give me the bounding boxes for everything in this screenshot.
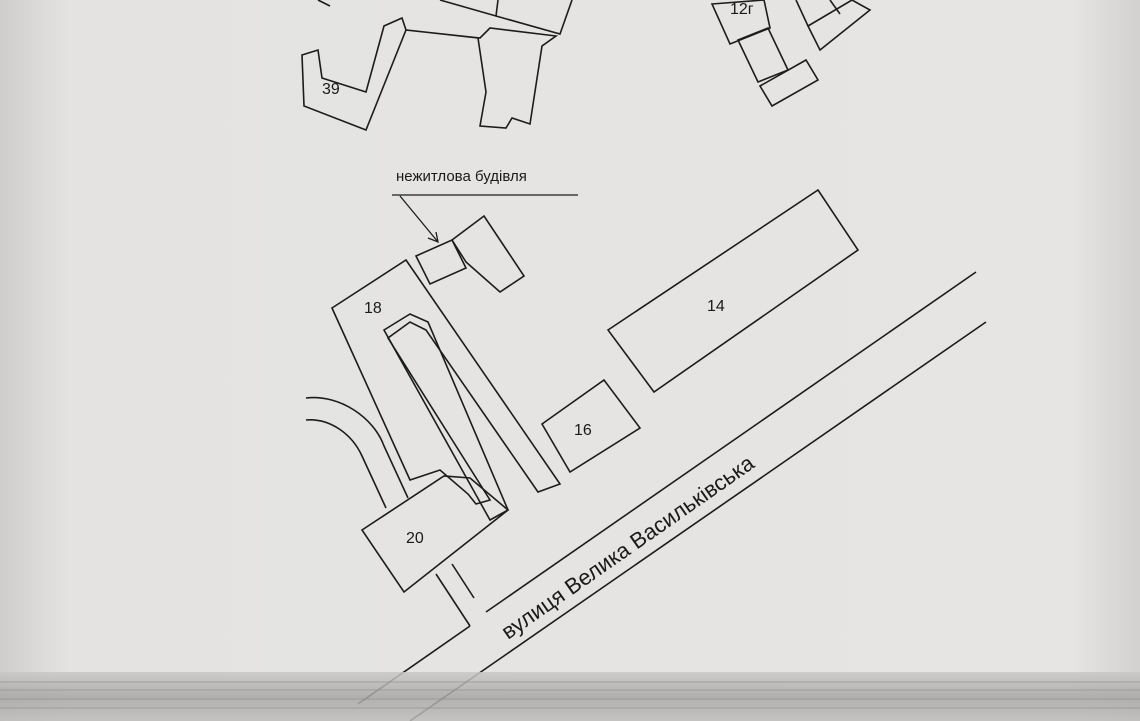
annotation-leader-arrow [399,195,439,243]
scan-band-streaks [0,681,1140,709]
building-label-16: 16 [574,422,592,439]
building-39 [301,0,573,132]
building-14 [606,188,860,394]
street-edge-north [485,271,977,613]
driveway-curve-inner [305,419,387,509]
building-annex [450,214,526,294]
building-label-14: 14 [707,298,725,315]
driveway-curve-outer [305,396,409,499]
building-12g [710,0,872,108]
scan-band [0,672,1140,721]
passage-to-street-2 [451,563,475,599]
nonresidential-building [414,238,468,286]
building-label-12g: 12г [730,1,754,18]
building-16 [540,378,642,474]
passage-to-street [435,573,471,627]
courtyard-strip [382,313,510,522]
building-label-18: 18 [364,300,382,317]
building-20 [360,475,510,594]
annotation-label: нежитлова будівля [396,168,527,185]
building-label-39: 39 [322,81,340,98]
annotation-arrowhead [427,231,439,244]
street-edge-south [409,321,987,721]
building-label-20: 20 [406,530,424,547]
